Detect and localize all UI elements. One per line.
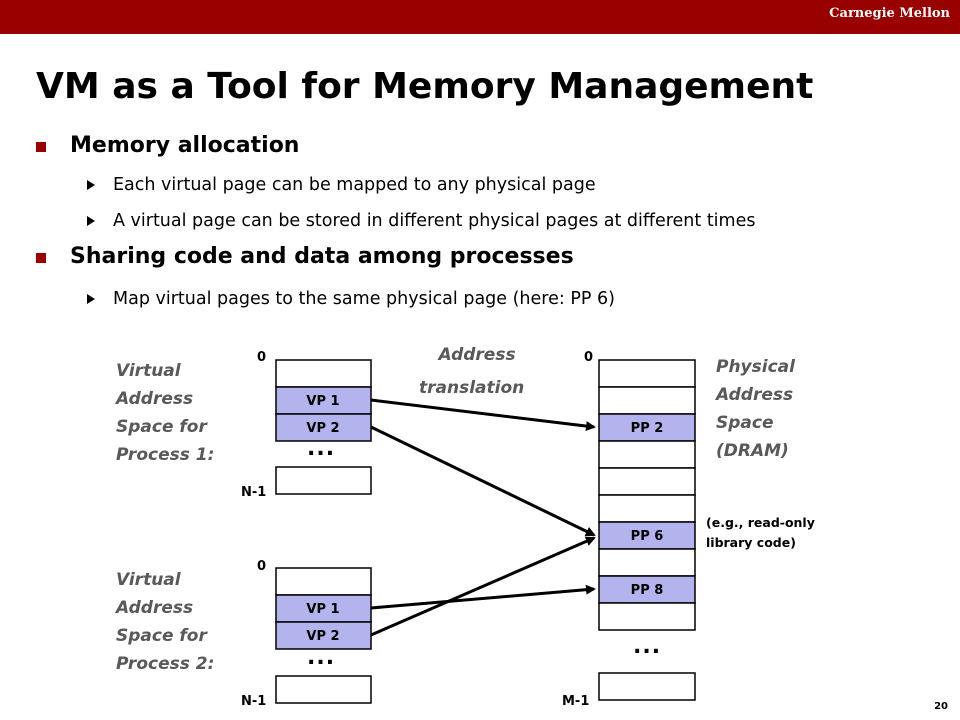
pp-cell — [598, 602, 696, 631]
physical-space-label: Physical Address Space (DRAM) — [716, 357, 795, 461]
bullet-arrow-icon — [87, 180, 95, 190]
vp-cell-empty — [275, 567, 372, 596]
pp-cell — [598, 467, 696, 496]
p1-index-bottom: N-1 — [241, 485, 267, 500]
address-translation-label: Address — [438, 345, 516, 365]
sub-bullet: A virtual page can be stored in differen… — [87, 211, 755, 231]
bullet-square-icon — [36, 142, 46, 152]
pm-index-top: 0 — [584, 350, 594, 365]
bullet-arrow-icon — [87, 216, 95, 226]
top-bar: Carnegie Mellon — [0, 0, 960, 34]
vp1-label-p2: VP 1 — [306, 602, 339, 617]
pm-ellipsis: ... — [633, 634, 662, 659]
process1-label: Virtual Address Space for Process 1: — [116, 361, 215, 465]
pp-cell-last — [598, 672, 696, 701]
pp8-label: PP 8 — [631, 583, 664, 598]
bullet-sharing: Sharing code and data among processes — [36, 244, 574, 269]
p2-index-top: 0 — [257, 559, 267, 574]
p2-index-bottom: N-1 — [241, 694, 267, 709]
arrow-p1vp2-pp6 — [370, 425, 596, 537]
pp2-label: PP 2 — [631, 421, 664, 436]
arrow-p2vp1-pp8 — [370, 584, 596, 610]
bullet-memory-allocation: Memory allocation — [36, 133, 299, 158]
pp-cell — [598, 386, 696, 415]
address-translation-label-2: translation — [419, 378, 525, 398]
vp1-cell-p2 — [275, 594, 372, 623]
p1-ellipsis: ... — [307, 436, 336, 461]
vp-cell-last-p1 — [275, 466, 372, 495]
sub-bullet: Each virtual page can be mapped to any p… — [87, 175, 596, 195]
pm-index-bottom: M-1 — [562, 694, 590, 709]
bullet-arrow-icon — [87, 294, 95, 304]
pp8-cell — [598, 575, 696, 604]
p2-ellipsis: ... — [307, 645, 336, 670]
pp-cell — [598, 494, 696, 523]
bullet-square-icon — [36, 253, 46, 263]
p1-index-top: 0 — [257, 350, 267, 365]
vp-cell-empty — [275, 359, 372, 388]
vp2-label-p2: VP 2 — [306, 629, 339, 644]
pp-cell — [598, 548, 696, 577]
pp-cell — [598, 440, 696, 469]
vp2-label-p1: VP 2 — [306, 421, 339, 436]
arrow-p1vp1-pp2 — [370, 398, 596, 432]
shared-page-note: (e.g., read-only library code) — [706, 515, 815, 550]
pp2-cell — [598, 413, 696, 442]
page-number: 20 — [934, 701, 948, 712]
vp-cell-last-p2 — [275, 675, 372, 704]
vp1-label-p1: VP 1 — [306, 394, 339, 409]
pp6-label: PP 6 — [631, 529, 664, 544]
vp2-cell-p2 — [275, 621, 372, 650]
pp6-cell — [598, 521, 696, 550]
process2-label: Virtual Address Space for Process 2: — [116, 570, 215, 674]
pp-cell — [598, 359, 696, 388]
slide-title: VM as a Tool for Memory Management — [36, 66, 814, 107]
brand-name: Carnegie Mellon — [829, 6, 950, 21]
arrow-p2vp2-pp6 — [370, 536, 596, 637]
sub-bullet: Map virtual pages to the same physical p… — [87, 289, 615, 309]
